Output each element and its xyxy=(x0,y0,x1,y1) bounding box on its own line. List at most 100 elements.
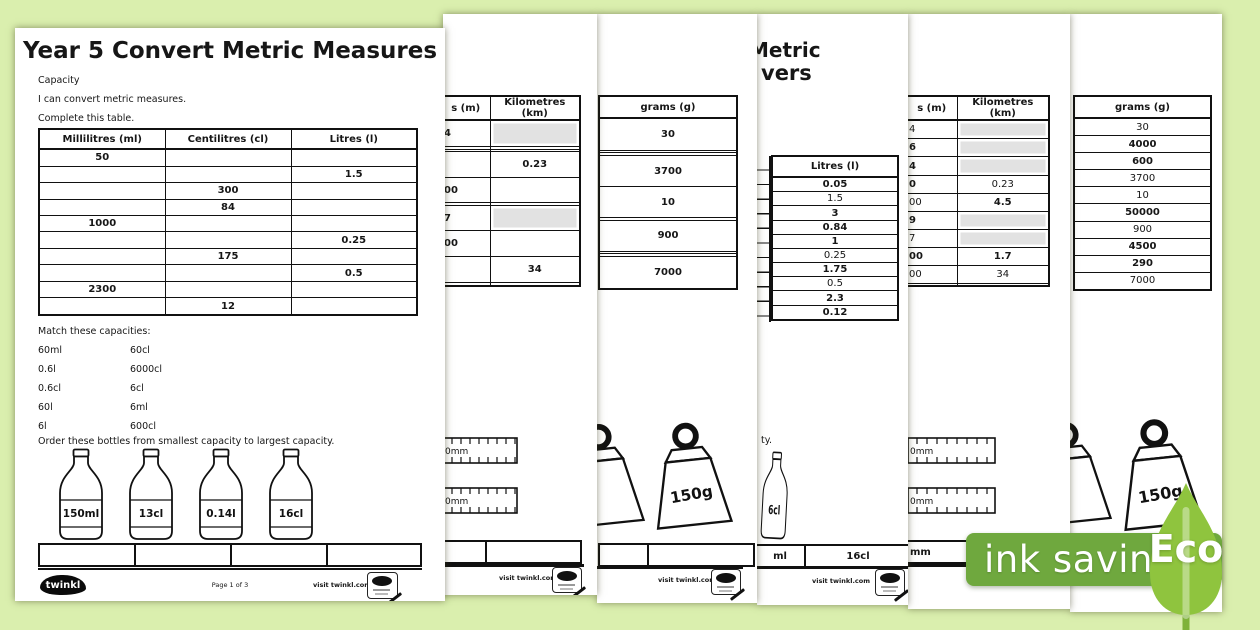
visit-twinkl-link: visit twinkl.com xyxy=(499,574,558,582)
match-left-2: 0.6cl xyxy=(38,383,61,394)
table-row: 34 xyxy=(443,256,581,284)
capacity-conversion-table: Millilitres (ml) Centilitres (cl) Litres… xyxy=(38,128,418,316)
table-row: 6 xyxy=(908,138,1050,158)
match-right-0: 60cl xyxy=(130,345,150,356)
ordering-answers: ml 16cl xyxy=(757,544,908,568)
twinkl-quality-stamp-icon xyxy=(875,569,908,602)
table-row: 4500 xyxy=(1073,237,1212,256)
table-row xyxy=(443,282,581,287)
col-header-kilometres: Kilometres (km) xyxy=(489,95,581,121)
mass-conversion-table: grams (g) 30 3700 10 900 7000 xyxy=(598,95,738,290)
answer-box xyxy=(136,545,232,565)
table-row: 3700 xyxy=(1073,169,1212,188)
footer-rule xyxy=(597,566,743,569)
table-row: 1.5 xyxy=(38,165,418,184)
bottle-label: 150ml xyxy=(63,508,99,520)
table-row xyxy=(443,202,581,206)
table-row: 0.12 xyxy=(771,304,899,321)
table-row: 0.5 xyxy=(771,276,899,292)
table-row: 9 xyxy=(908,210,1050,230)
table-row xyxy=(908,283,1050,287)
table-row: 1.75 xyxy=(771,262,899,278)
table-row: 4 xyxy=(443,119,581,148)
weight-icon-partial xyxy=(1070,422,1113,527)
col-header-litres: Litres (l) xyxy=(290,128,418,150)
match-right-3: 6ml xyxy=(130,402,148,413)
col-header-metres-fragment: s (m) xyxy=(908,95,958,121)
ruler-icon: 0mm xyxy=(908,437,996,464)
table-row: 12 xyxy=(38,297,418,316)
length-conversion-table: s (m) Kilometres (km) 4 0.23 00 7 00 34 xyxy=(443,95,581,287)
answers-page-3: grams (g) 30 4000 600 3700 10 50000 900 … xyxy=(1070,14,1222,612)
answer-box xyxy=(232,545,328,565)
table-row: 0.5 xyxy=(38,264,418,282)
visit-twinkl-link: visit twinkl.com xyxy=(812,577,871,585)
answer-box: 16cl xyxy=(846,550,870,562)
table-row: 290 xyxy=(1073,254,1212,273)
table-row: 0.23 xyxy=(443,150,581,178)
table-row: 0.84 xyxy=(771,219,899,235)
footer-rule xyxy=(757,566,908,569)
twinkl-logo: twinkl xyxy=(40,575,86,595)
match-heading: Match these capacities: xyxy=(38,326,151,337)
table-row: 00 xyxy=(443,176,581,204)
table-row xyxy=(443,148,581,152)
col-header-metres-fragment: s (m) xyxy=(443,95,491,121)
table-row: 0.25 xyxy=(771,247,899,264)
instruction-fragment: ty. xyxy=(761,435,773,446)
table-row: 3700 xyxy=(598,155,738,188)
visit-twinkl-link: visit twinkl.com xyxy=(313,581,372,589)
worksheet-page-2: s (m) Kilometres (km) 4 0.23 00 7 00 34 xyxy=(443,14,597,595)
table-row: 30 xyxy=(598,117,738,151)
cut-table-column xyxy=(757,156,771,322)
table-row: 00 xyxy=(443,230,581,258)
bottle-icon-0.14l: 0.14l xyxy=(199,448,243,540)
visit-twinkl-link: visit twinkl.com xyxy=(658,576,717,584)
table-row: 7 xyxy=(443,204,581,232)
litres-answers-table: Litres (l) 0.05 1.5 3 0.84 1 0.25 1.75 0… xyxy=(771,155,899,321)
ruler-label: 0mm xyxy=(910,447,933,457)
match-right-4: 600cl xyxy=(130,421,156,432)
table-row: 4 xyxy=(908,119,1050,140)
table-row: 1000 xyxy=(38,214,418,233)
ruler-label: 0mm xyxy=(910,497,933,507)
bottle-label: 6cl xyxy=(768,503,781,518)
bottle-icon-150ml: 150ml xyxy=(59,448,103,540)
answer-box xyxy=(328,545,420,565)
eco-leaf-icon xyxy=(1150,483,1222,630)
order-instruction: Order these bottles from smallest capaci… xyxy=(38,436,335,447)
ruler-icon: 0mm xyxy=(443,437,518,464)
footer-rule xyxy=(443,564,584,567)
table-row: 1 xyxy=(771,233,899,249)
weight-icon-partial xyxy=(597,424,646,529)
table-instruction: Complete this table. xyxy=(38,113,135,124)
bottle-icon-16cl: 6cl xyxy=(760,451,788,540)
twinkl-quality-stamp-icon xyxy=(367,572,403,601)
table-row: 7000 xyxy=(1073,271,1212,291)
bottle-icon-13cl: 13cl xyxy=(129,448,173,540)
page-number: Page 1 of 3 xyxy=(211,581,249,589)
learning-objective: I can convert metric measures. xyxy=(38,94,187,105)
ordering-answer-boxes xyxy=(38,543,422,567)
table-row: 300 xyxy=(38,182,418,200)
table-row: 900 xyxy=(1073,220,1212,239)
table-row: 7000 xyxy=(598,256,738,290)
ruler-label: 0mm xyxy=(445,447,468,457)
table-row: 30 xyxy=(1073,117,1212,137)
table-row: 50000 xyxy=(1073,203,1212,222)
match-right-2: 6cl xyxy=(130,383,144,394)
col-header-millilitres: Millilitres (ml) xyxy=(38,128,166,150)
ruler-label: 0mm xyxy=(445,497,468,507)
table-row: 4 xyxy=(908,156,1050,176)
match-left-3: 60l xyxy=(38,402,53,413)
mass-answers-table: grams (g) 30 4000 600 3700 10 50000 900 … xyxy=(1073,95,1212,291)
twinkl-quality-stamp-icon xyxy=(552,567,587,595)
bottle-label: 13cl xyxy=(139,508,163,520)
match-right-1: 6000cl xyxy=(130,364,163,375)
eco-label: Eco xyxy=(1148,527,1224,571)
col-header-centilitres: Centilitres (cl) xyxy=(164,128,292,150)
answers-title-line1: Metric xyxy=(757,38,821,62)
table-row: 10 xyxy=(598,186,738,219)
